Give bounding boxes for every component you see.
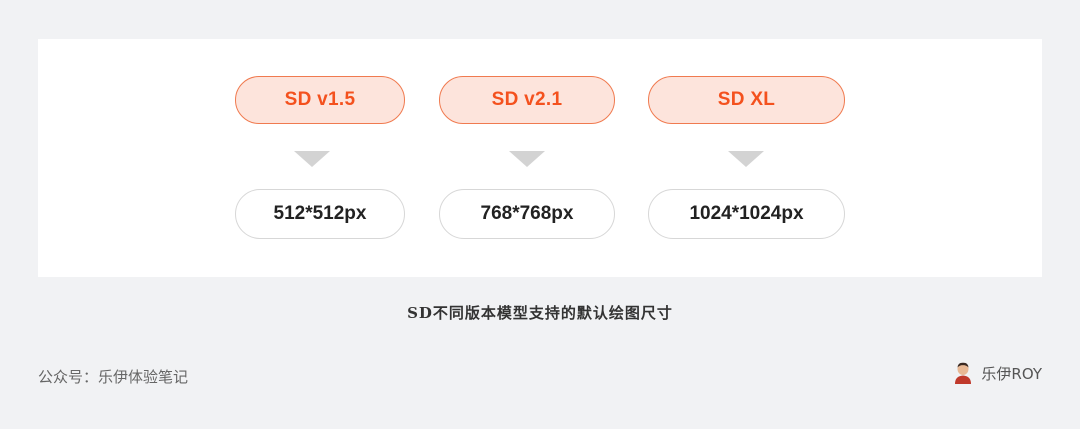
model-size-card: SD v1.5 512*512px SD v2.1 768*768px SD X… xyxy=(38,39,1042,277)
model-version-pill-sdxl: SD XL xyxy=(648,76,845,124)
author-credit: 乐伊ROY xyxy=(953,362,1042,384)
arrow-down-icon xyxy=(294,151,330,167)
avatar-icon xyxy=(955,362,972,384)
arrow-down-icon xyxy=(728,151,764,167)
arrow-down-icon xyxy=(509,151,545,167)
resolution-pill-sd15: 512*512px xyxy=(235,189,405,239)
model-version-pill-sd21: SD v2.1 xyxy=(439,76,615,124)
figure-caption: SD不同版本模型支持的默认绘图尺寸 xyxy=(407,304,673,322)
author-name: 乐伊ROY xyxy=(981,364,1042,383)
model-version-pill-sd15: SD v1.5 xyxy=(235,76,405,124)
account-label: 公众号：乐伊体验笔记 xyxy=(38,368,189,386)
resolution-pill-sd21: 768*768px xyxy=(439,189,615,239)
resolution-pill-sdxl: 1024*1024px xyxy=(648,189,845,239)
